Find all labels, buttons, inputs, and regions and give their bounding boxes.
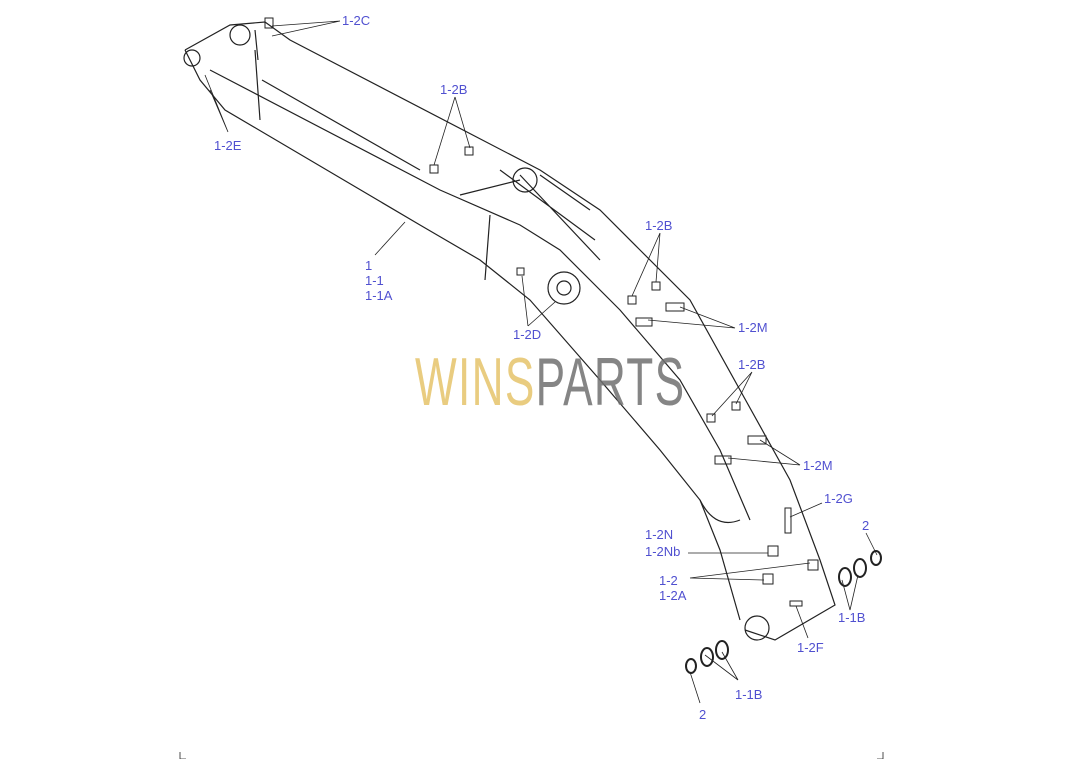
callout-1-2C: 1-2C	[342, 13, 371, 28]
callout-1-2Nb: 1-2Nb	[645, 544, 681, 559]
boom-outline	[184, 21, 836, 641]
pin-bosses	[183, 24, 770, 641]
callout-1-2D: 1-2D	[513, 327, 542, 342]
callout-1-2G: 1-2G	[824, 491, 853, 506]
plates	[264, 17, 819, 607]
callout-1-2N: 1-2N	[645, 527, 674, 542]
callout-1-2B: 1-2B	[738, 357, 766, 372]
callout-1-2M: 1-2M	[738, 320, 768, 335]
callout-1: 1	[365, 258, 373, 273]
callout-1-2B: 1-2B	[645, 218, 673, 233]
callout-1-1B: 1-1B	[735, 687, 763, 702]
callout-1-1: 1-1	[365, 273, 384, 288]
watermark-logo-wins: WINS	[415, 344, 536, 420]
callout-1-2A: 1-2A	[659, 588, 687, 603]
callout-1-2F: 1-2F	[797, 640, 824, 655]
callout-1-2B: 1-2B	[440, 82, 468, 97]
watermark-logo-parts: PARTS	[535, 344, 686, 420]
callout-1-1B: 1-1B	[838, 610, 866, 625]
callout-1-2E: 1-2E	[214, 138, 242, 153]
callout-1-2M: 1-2M	[803, 458, 833, 473]
callout-1-1A: 1-1A	[365, 288, 393, 303]
callout-2: 2	[699, 707, 707, 722]
bushings	[685, 550, 882, 674]
leader-lines	[179, 20, 884, 759]
callout-1-2: 1-2	[659, 573, 678, 588]
callout-2: 2	[862, 518, 870, 533]
